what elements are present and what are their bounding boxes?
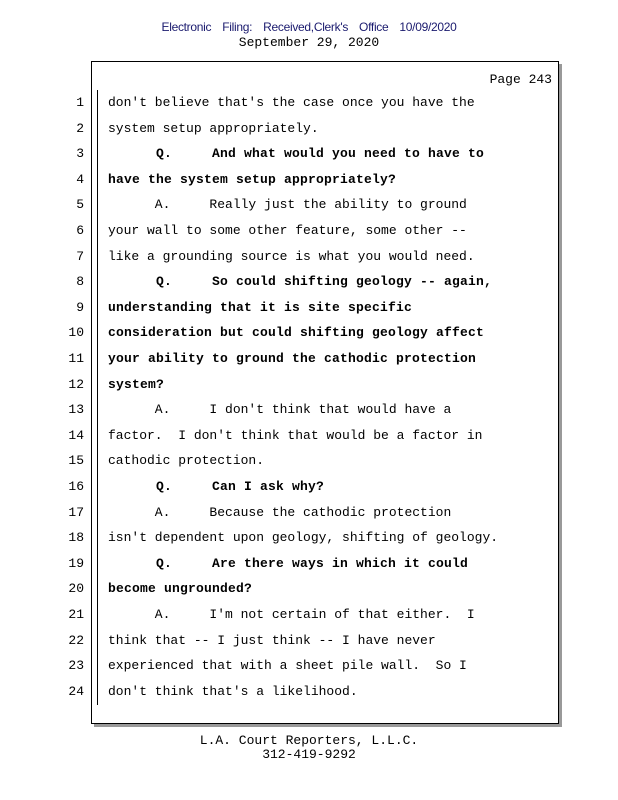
transcript-line: your ability to ground the cathodic prot… [108,351,477,366]
line-number: 2 [76,120,84,136]
transcript-line: isn't dependent upon geology, shifting o… [108,530,499,546]
line-number: 9 [76,299,84,315]
transcript-line: A. I'm not certain of that either. I [108,607,475,622]
line-number: 6 [76,223,84,238]
line-number: 10 [68,325,84,341]
line-number: 17 [68,504,84,520]
line-number: 22 [68,632,84,648]
transcript-line: A. I don't think that would have a [108,402,452,418]
transcript-date: September 29, 2020 [238,35,380,50]
transcript-line: Q. And what would you need to have to [108,146,485,162]
line-number: 16 [68,479,84,494]
transcript-line: Q. So could shifting geology -- again, [108,274,493,290]
transcript-line: cathodic protection. [108,453,265,469]
line-number: 21 [68,607,84,622]
line-number: 23 [68,658,84,674]
reporter-name: L.A. Court Reporters, L.L.C. [199,733,419,748]
transcript-line: have the system setup appropriately? [108,171,397,187]
line-number: 18 [68,530,84,546]
line-number: 15 [68,453,84,469]
reporter-phone: 312-419-9292 [262,747,356,762]
transcript-line: don't think that's a likelihood. [108,683,358,699]
transcript-line: system setup appropriately. [108,120,319,136]
transcript-line: think that -- I just think -- I have nev… [108,632,436,648]
transcript-line: don't believe that's the case once you h… [108,95,475,110]
line-number: 5 [76,197,84,213]
transcript-line: become ungrounded? [108,581,253,597]
line-number: 3 [76,146,84,162]
transcript-page [91,61,559,724]
transcript-line: system? [108,376,165,392]
transcript-line: A. Really just the ability to ground [108,197,467,213]
line-number: 7 [76,248,84,264]
transcript-line: Q. Can I ask why? [108,479,325,494]
line-number: 11 [68,351,84,366]
transcript-line: consideration but could shifting geology… [108,325,485,341]
transcript-line: factor. I don't think that would be a fa… [108,427,483,443]
transcript-line: understanding that it is site specific [108,299,413,315]
line-number: 4 [76,171,84,187]
line-number: 24 [68,683,84,699]
line-number: 8 [76,274,84,290]
transcript-line: like a grounding source is what you woul… [108,248,475,264]
transcript-line: Q. Are there ways in which it could [108,555,469,571]
line-number: 12 [68,376,84,392]
line-number: 1 [76,95,84,110]
filing-stamp: Electronic Filing: Received,Clerk's Offi… [161,20,457,34]
transcript-line: your wall to some other feature, some ot… [108,223,467,238]
transcript-line: experienced that with a sheet pile wall.… [108,658,467,674]
line-number: 14 [68,427,84,443]
transcript-line: A. Because the cathodic protection [108,504,452,520]
line-number: 19 [68,555,84,571]
line-number: 20 [68,581,84,597]
page-number: Page 243 [489,72,552,87]
line-number: 13 [68,402,84,418]
margin-rule [97,90,98,705]
